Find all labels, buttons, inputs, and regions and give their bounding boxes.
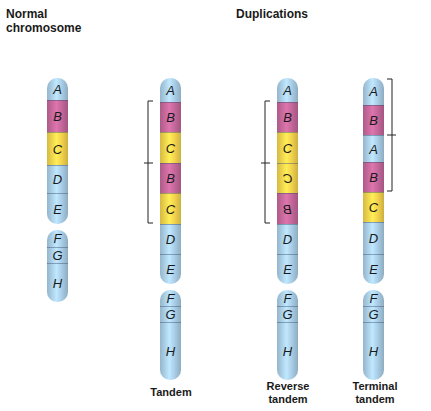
bracket-tick [387,135,396,136]
chromosome-segment: D [47,165,68,193]
segment-letter: C [283,142,292,155]
chromosome-segment: E [363,254,384,284]
segment-letter: A [166,84,175,97]
type-label: Terminal tandem [340,380,410,405]
chromosome-segment: C [277,163,298,193]
segment-letter: D [166,233,175,246]
segment-letter: C [53,143,62,156]
segment-letter: E [369,263,378,276]
duplication-bracket [148,101,153,223]
segment-letter: B [166,111,175,124]
chromosome-segment: F [277,290,298,306]
chromosome-segment: A [363,78,384,105]
chromosome-segment: E [277,254,298,284]
segment-letter: G [52,249,62,262]
chromosome-segment: E [47,193,68,224]
segment-letter: D [53,173,62,186]
chromosome-segment: B [160,102,181,132]
chromosome-segment: C [277,132,298,163]
chromosome-segment: H [47,263,68,302]
segment-letter: H [283,345,292,358]
segment-letter: C [283,172,292,185]
chromosome-segment: A [363,135,384,162]
chromosome-segment: H [363,322,384,380]
chromosome-segment: D [363,222,384,254]
segment-letter: H [166,345,175,358]
chromosome-segment: D [277,224,298,254]
segment-letter: G [165,308,175,321]
chromosome-segment: H [277,322,298,380]
chromosome-segment: F [47,230,68,247]
segment-letter: G [282,308,292,321]
segment-letter: F [370,292,378,305]
chromosome-segment: C [160,132,181,163]
chromosome-segment: D [160,224,181,254]
segment-letter: G [368,308,378,321]
segment-letter: H [53,277,62,290]
segment-letter: H [369,345,378,358]
chromosome-segment: B [47,100,68,132]
segment-letter: F [284,292,292,305]
chromosome-segment: B [363,162,384,192]
segment-letter: E [166,263,175,276]
segment-letter: E [53,203,62,216]
chromosome-segment: G [160,306,181,322]
chromosome-segment: F [160,290,181,306]
segment-letter: A [53,83,62,96]
chromosome-segment: A [160,78,181,102]
duplication-bracket [265,101,270,223]
chromosome-segment: B [277,193,298,224]
chromosome-segment: G [47,247,68,263]
segment-letter: B [283,111,292,124]
chromosome-segment: A [47,78,68,100]
chromosome-segment: E [160,254,181,284]
segment-letter: A [283,84,292,97]
chromosome-segment: H [160,322,181,380]
segment-letter: B [283,203,292,216]
segment-letter: B [166,172,175,185]
chromosome-segment: F [363,290,384,306]
chromosome-segment: A [277,78,298,102]
segment-letter: C [369,201,378,214]
heading-label: Normal chromosome [6,8,96,36]
segment-letter: B [369,171,378,184]
segment-letter: F [167,292,175,305]
chromosome-segment: G [277,306,298,322]
type-label: Reverse tandem [250,380,326,405]
chromosome-segment: C [160,193,181,224]
segment-letter: C [166,203,175,216]
heading-label: Duplications [236,8,346,22]
bracket-tick [144,163,153,164]
segment-letter: A [369,85,378,98]
segment-letter: B [53,110,62,123]
bracket-tick [261,163,270,164]
chromosome-segment: G [363,306,384,322]
segment-letter: A [369,143,378,156]
segment-letter: C [166,142,175,155]
chromosome-segment: C [47,132,68,165]
segment-letter: D [283,233,292,246]
chromosome-segment: C [363,192,384,222]
type-label: Tandem [135,386,207,399]
chromosome-segment: B [277,102,298,132]
segment-letter: F [54,232,62,245]
chromosome-segment: B [363,105,384,135]
segment-letter: D [369,232,378,245]
segment-letter: E [283,263,292,276]
chromosome-segment: B [160,163,181,193]
segment-letter: B [369,114,378,127]
